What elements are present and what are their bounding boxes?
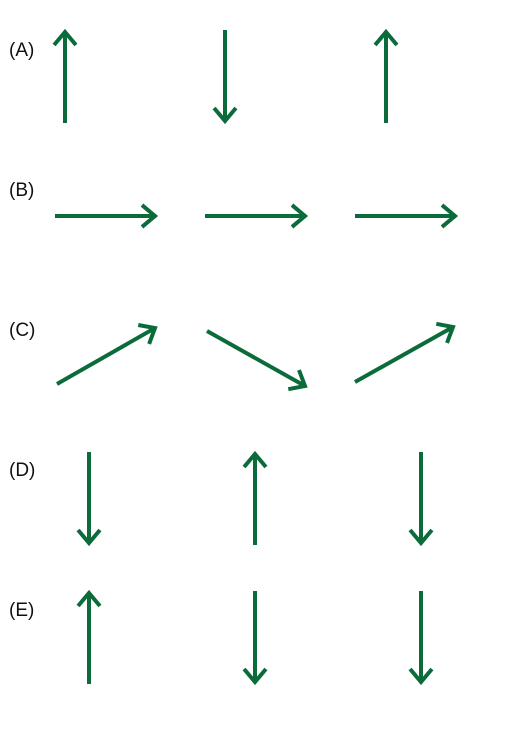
arrow-head xyxy=(373,28,399,47)
row-label-c: (C) xyxy=(9,320,36,341)
arrow-head xyxy=(212,106,238,125)
arrow-up-icon xyxy=(373,28,399,123)
arrow-head xyxy=(435,321,456,344)
row-label-d: (D) xyxy=(9,460,36,481)
arrow-head xyxy=(287,369,308,392)
arrow-down-icon xyxy=(76,452,102,547)
arrow-down-icon xyxy=(408,452,434,547)
arrow-down-icon xyxy=(212,30,238,125)
arrow-up-icon xyxy=(52,28,78,123)
arrow-head xyxy=(408,667,434,686)
arrow-head xyxy=(290,203,309,229)
row-label-e: (E) xyxy=(9,600,35,621)
arrow-head xyxy=(52,28,78,47)
arrow-head xyxy=(137,323,158,345)
row-label-a: (A) xyxy=(9,40,35,61)
arrow-shaft xyxy=(206,329,306,388)
arrow-right-icon xyxy=(205,203,309,229)
arrow-right-icon xyxy=(55,203,159,229)
arrow-down-right-icon xyxy=(206,329,308,392)
arrow-head xyxy=(140,203,159,229)
arrow-up-icon xyxy=(76,589,102,684)
arrow-up-icon xyxy=(242,450,268,545)
arrow-up-right-icon xyxy=(354,321,456,384)
arrow-up-right-icon xyxy=(56,323,158,386)
arrow-head xyxy=(242,667,268,686)
arrow-right-icon xyxy=(355,203,459,229)
arrow-head xyxy=(408,528,434,547)
arrow-head xyxy=(76,528,102,547)
arrow-down-icon xyxy=(408,591,434,686)
arrow-head xyxy=(242,450,268,469)
arrow-head xyxy=(440,203,459,229)
arrow-shaft xyxy=(354,325,454,384)
arrow-down-icon xyxy=(242,591,268,686)
arrow-head xyxy=(76,589,102,608)
arrow-shaft xyxy=(56,326,156,386)
row-label-b: (B) xyxy=(9,180,35,201)
